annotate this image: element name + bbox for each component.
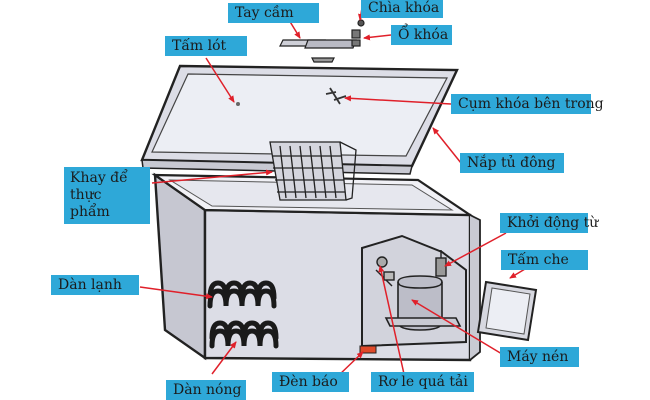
handle-parts — [279, 19, 365, 63]
leader-lines — [139, 7, 531, 377]
label-dan-nong: Dàn nóng — [166, 380, 246, 400]
food-basket — [269, 141, 357, 201]
condenser-coil — [209, 320, 279, 349]
label-may-nen: Máy nén — [500, 347, 579, 367]
freezer-lid — [140, 64, 459, 175]
label-nap-tu-dong: Nắp tủ đông — [460, 153, 564, 173]
evaporator-coil — [207, 280, 277, 309]
label-tam-che: Tấm che — [501, 250, 588, 270]
label-tam-lot: Tấm lót — [165, 36, 247, 56]
cover-plate — [476, 280, 538, 342]
label-ro-le-qua-tai: Rơ le quá tải — [371, 372, 474, 392]
compressor — [384, 275, 462, 331]
label-khay-line1: Khay để — [70, 170, 128, 186]
label-o-khoa: Ổ khóa — [391, 25, 452, 45]
label-khay-de-thuc-pham: Khay để thực phẩm — [64, 167, 150, 224]
label-khoi-dong-tu: Khởi động từ — [500, 213, 598, 233]
label-den-bao: Đèn báo — [272, 372, 349, 392]
label-cum-khoa-ben-trong: Cụm khóa bên trong — [451, 94, 604, 114]
label-tay-cam: Tay cầm — [228, 3, 319, 23]
magnetic-starter — [435, 250, 447, 277]
label-chia-khoa: Chìa khóa — [361, 0, 443, 18]
freezer-body — [151, 172, 481, 362]
label-dan-lanh: Dàn lạnh — [51, 275, 139, 295]
label-khay-line2: thực phẩm — [70, 187, 110, 220]
